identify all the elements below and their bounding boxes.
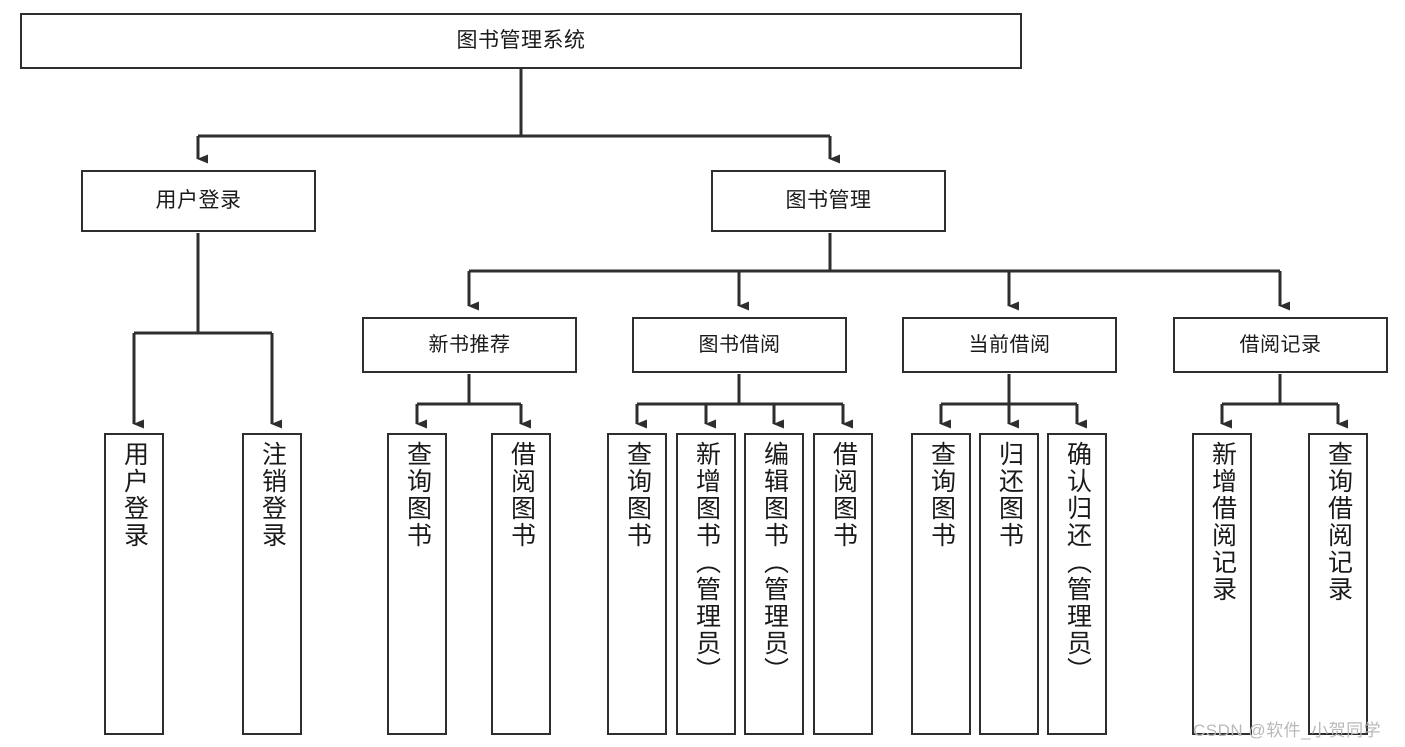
node-user-login-label: 用户登录 <box>155 189 242 213</box>
node-current-borrow-label: 当前借阅 <box>968 333 1051 356</box>
node-borrow-record[interactable]: 借阅记录 <box>1173 317 1388 373</box>
node-leaf-user-logout[interactable]: 注销登录 <box>242 433 302 735</box>
node-leaf-user-login-label: 用户登录 <box>120 441 149 549</box>
node-book-borrow-label: 图书借阅 <box>698 333 781 356</box>
node-leaf-query-book-2[interactable]: 查询图书 <box>607 433 667 735</box>
node-borrow-record-label: 借阅记录 <box>1239 333 1322 356</box>
node-leaf-add-book[interactable]: 新增图书（管理员） <box>676 433 736 735</box>
node-root-label: 图书管理系统 <box>456 29 586 53</box>
node-leaf-confirm-return[interactable]: 确认归还（管理员） <box>1047 433 1107 735</box>
node-book-management-label: 图书管理 <box>785 189 872 213</box>
node-leaf-confirm-return-label: 确认归还（管理员） <box>1063 441 1092 684</box>
node-user-login[interactable]: 用户登录 <box>81 170 316 232</box>
node-leaf-edit-book[interactable]: 编辑图书（管理员） <box>744 433 804 735</box>
node-leaf-return-book[interactable]: 归还图书 <box>979 433 1039 735</box>
node-leaf-user-login[interactable]: 用户登录 <box>104 433 164 735</box>
node-new-book-recommend[interactable]: 新书推荐 <box>362 317 577 373</box>
node-leaf-add-record-label: 新增借阅记录 <box>1208 441 1237 603</box>
node-leaf-add-record[interactable]: 新增借阅记录 <box>1192 433 1252 735</box>
node-root-book-management-system[interactable]: 图书管理系统 <box>20 13 1022 69</box>
node-book-management[interactable]: 图书管理 <box>711 170 946 232</box>
node-leaf-return-book-label: 归还图书 <box>995 441 1024 549</box>
node-leaf-borrow-book-2-label: 借阅图书 <box>829 441 858 549</box>
node-leaf-query-record-label: 查询借阅记录 <box>1324 441 1353 603</box>
node-leaf-borrow-book-2[interactable]: 借阅图书 <box>813 433 873 735</box>
node-current-borrow[interactable]: 当前借阅 <box>902 317 1117 373</box>
node-leaf-query-book-2-label: 查询图书 <box>623 441 652 549</box>
node-book-borrow[interactable]: 图书借阅 <box>632 317 847 373</box>
node-new-book-recommend-label: 新书推荐 <box>428 333 511 356</box>
node-leaf-query-book-3[interactable]: 查询图书 <box>911 433 971 735</box>
node-leaf-borrow-book-1[interactable]: 借阅图书 <box>491 433 551 735</box>
csdn-watermark: CSDN @软件_小贺同学 <box>1193 721 1382 740</box>
node-leaf-user-logout-label: 注销登录 <box>258 441 287 549</box>
node-leaf-add-book-label: 新增图书（管理员） <box>692 441 721 684</box>
node-leaf-query-book-1-label: 查询图书 <box>403 441 432 549</box>
node-leaf-query-book-3-label: 查询图书 <box>927 441 956 549</box>
node-leaf-borrow-book-1-label: 借阅图书 <box>507 441 536 549</box>
node-leaf-edit-book-label: 编辑图书（管理员） <box>760 441 789 684</box>
node-leaf-query-book-1[interactable]: 查询图书 <box>387 433 447 735</box>
node-leaf-query-record[interactable]: 查询借阅记录 <box>1308 433 1368 735</box>
